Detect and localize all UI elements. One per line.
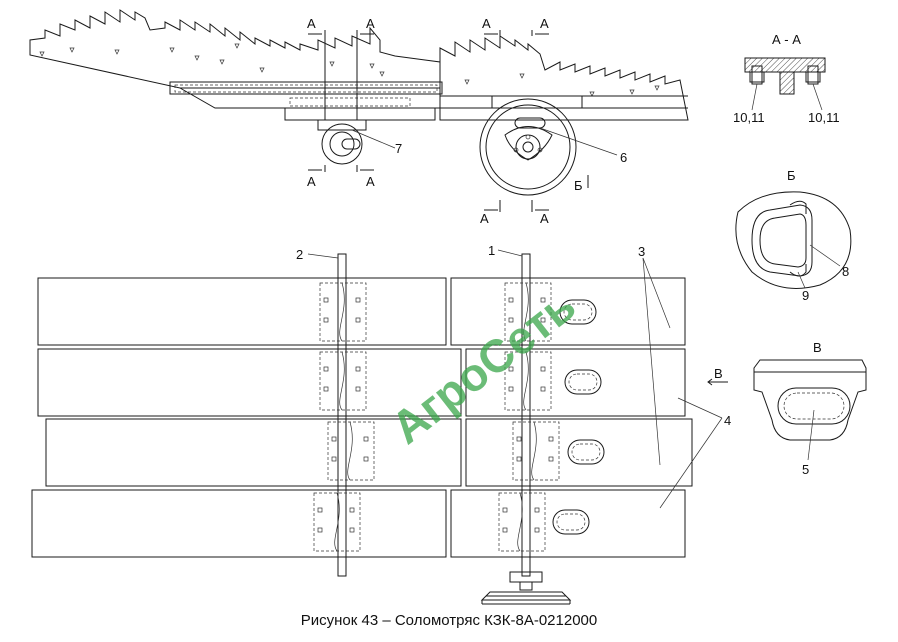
callout-5: 5 — [802, 462, 809, 477]
front-bearings — [498, 282, 560, 552]
mark-a-8: А — [540, 211, 549, 226]
callout-3: 3 — [638, 244, 645, 259]
key-holes — [39, 43, 660, 97]
walker-left-4 — [31, 489, 447, 558]
callout-10-11-right: 10,11 — [808, 110, 840, 125]
section-markers-top — [308, 30, 589, 212]
front-crank-wheel — [479, 98, 577, 196]
drive-pulley — [480, 571, 572, 605]
section-label-aa: А - А — [772, 32, 801, 47]
walker-right-1 — [450, 277, 686, 346]
view-b-detail — [735, 191, 852, 289]
rear-crank-bearing — [317, 119, 367, 165]
mark-v-plan: В — [714, 366, 723, 381]
callout-9: 9 — [802, 288, 809, 303]
callout-10-11-left: 10,11 — [733, 110, 765, 125]
callout-7: 7 — [395, 141, 402, 156]
figure-caption: Рисунок 43 – Соломотряс КЗК-8А-0212000 — [300, 612, 598, 629]
walker-right-2 — [465, 348, 686, 417]
mark-a-3: А — [307, 174, 316, 189]
callout-8: 8 — [842, 264, 849, 279]
mark-a-1: А — [307, 16, 316, 31]
walker-left-3 — [45, 418, 462, 487]
view-v-detail — [753, 359, 867, 461]
section-aa-view — [744, 57, 826, 111]
mark-a-2: А — [366, 16, 375, 31]
callout-4: 4 — [724, 413, 731, 428]
callout-6: 6 — [620, 150, 627, 165]
side-view — [29, 9, 689, 212]
mark-a-4: А — [366, 174, 375, 189]
callout-2: 2 — [296, 247, 303, 262]
view-label-b: Б — [787, 168, 796, 183]
mark-a-7: А — [480, 211, 489, 226]
walker-right-4 — [450, 489, 686, 558]
mark-a-6: А — [540, 16, 549, 31]
mark-a-5: А — [482, 16, 491, 31]
callout-1: 1 — [488, 243, 495, 258]
plan-view — [31, 249, 728, 605]
rear-bearings — [313, 282, 375, 552]
mark-b-top: Б — [574, 178, 583, 193]
walker-left-1 — [37, 277, 447, 346]
straw-walker-key-right — [439, 35, 689, 121]
walker-left-2 — [37, 348, 462, 417]
frame-bar — [169, 81, 443, 95]
walker-right-3 — [465, 418, 693, 487]
leaders-plan — [307, 249, 723, 509]
view-label-v: В — [813, 340, 822, 355]
hatch-openings — [552, 299, 605, 535]
front-shaft — [521, 253, 531, 577]
rear-shaft — [337, 253, 347, 577]
frame-inner — [174, 84, 438, 93]
straw-walker-key-left — [29, 9, 441, 89]
